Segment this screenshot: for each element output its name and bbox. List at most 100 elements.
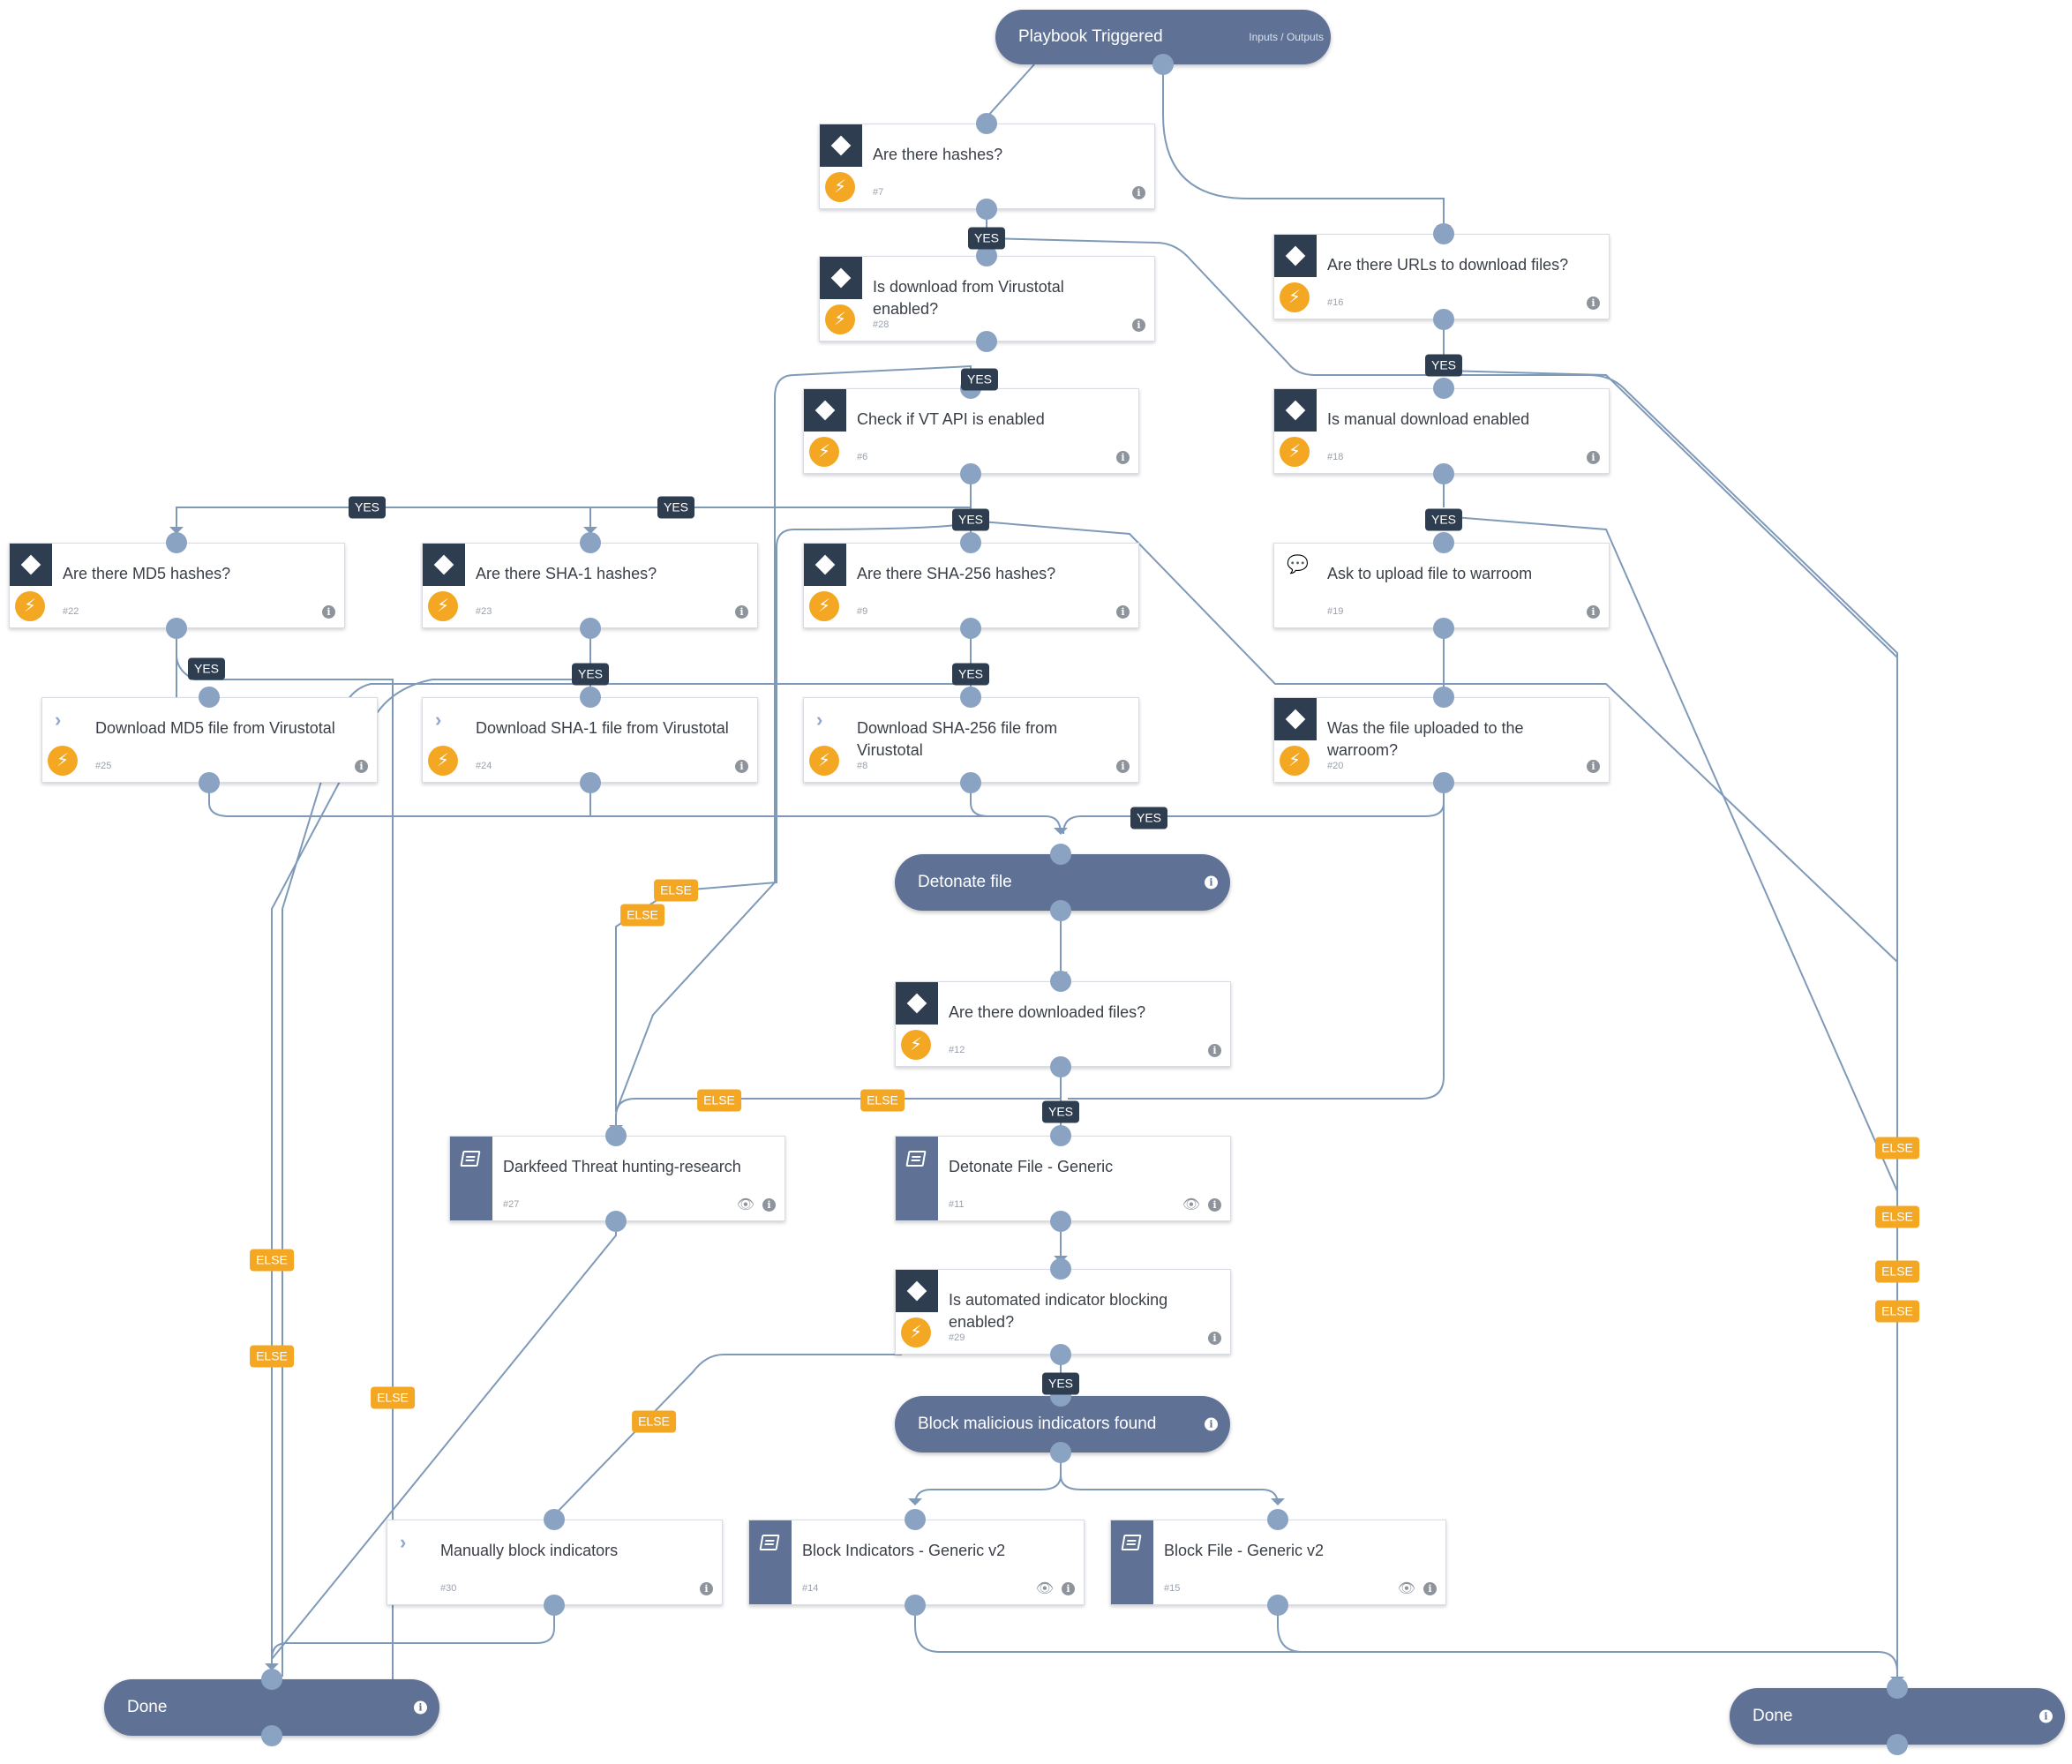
port[interactable] bbox=[1433, 223, 1454, 244]
task-23[interactable]: ⚡ Are there SHA-1 hashes? #23 i bbox=[422, 543, 758, 628]
eye-icon[interactable]: 👁 bbox=[1182, 1197, 1200, 1212]
else-label[interactable]: ELSE bbox=[860, 1089, 905, 1112]
port[interactable] bbox=[1433, 532, 1454, 553]
info-icon[interactable]: i bbox=[762, 1198, 776, 1212]
port[interactable] bbox=[976, 331, 997, 352]
info-icon[interactable]: i bbox=[1587, 451, 1600, 464]
port[interactable] bbox=[960, 463, 981, 484]
port[interactable] bbox=[166, 618, 187, 639]
info-icon[interactable]: i bbox=[1423, 1582, 1437, 1595]
port[interactable] bbox=[199, 687, 220, 708]
port[interactable] bbox=[1433, 378, 1454, 399]
port[interactable] bbox=[1433, 687, 1454, 708]
task-7[interactable]: ⚡ Are there hashes? #7 i bbox=[819, 124, 1155, 209]
port[interactable] bbox=[960, 618, 981, 639]
port[interactable] bbox=[580, 618, 601, 639]
task-29[interactable]: ⚡ Is automated indicator blocking enable… bbox=[895, 1269, 1231, 1355]
port[interactable] bbox=[905, 1509, 926, 1530]
port[interactable] bbox=[544, 1509, 565, 1530]
port[interactable] bbox=[1887, 1734, 1908, 1755]
yes-label[interactable]: YES bbox=[1130, 807, 1168, 829]
port[interactable] bbox=[1050, 1056, 1071, 1077]
yes-label[interactable]: YES bbox=[951, 663, 990, 686]
else-label[interactable]: ELSE bbox=[371, 1386, 415, 1409]
port[interactable] bbox=[1433, 309, 1454, 330]
else-label[interactable]: ELSE bbox=[250, 1345, 294, 1368]
port[interactable] bbox=[1050, 971, 1071, 992]
port[interactable] bbox=[580, 532, 601, 553]
port[interactable] bbox=[960, 687, 981, 708]
else-label[interactable]: ELSE bbox=[250, 1249, 294, 1272]
port[interactable] bbox=[1433, 618, 1454, 639]
task-6[interactable]: ⚡ Check if VT API is enabled #6 i bbox=[803, 388, 1139, 474]
info-icon[interactable]: i bbox=[322, 605, 335, 619]
task-11[interactable]: Detonate File - Generic #11 👁 i bbox=[895, 1136, 1231, 1221]
port[interactable] bbox=[605, 1125, 627, 1146]
eye-icon[interactable]: 👁 bbox=[736, 1197, 754, 1212]
port[interactable] bbox=[1050, 1258, 1071, 1280]
eye-icon[interactable]: 👁 bbox=[1397, 1581, 1415, 1596]
info-icon[interactable]: i bbox=[735, 605, 748, 619]
yes-label[interactable]: YES bbox=[960, 368, 999, 391]
else-label[interactable]: ELSE bbox=[654, 879, 698, 902]
inputs-outputs-link[interactable]: Inputs / Outputs bbox=[1249, 31, 1324, 43]
port[interactable] bbox=[605, 1211, 627, 1232]
task-20[interactable]: ⚡ Was the file uploaded to the warroom? … bbox=[1273, 697, 1610, 783]
port[interactable] bbox=[1050, 900, 1071, 921]
port[interactable] bbox=[544, 1595, 565, 1616]
info-icon[interactable]: i bbox=[1587, 605, 1600, 619]
task-27[interactable]: Darkfeed Threat hunting-research #27 👁 i bbox=[449, 1136, 785, 1221]
task-30[interactable]: › Manually block indicators #30 i bbox=[387, 1520, 723, 1605]
else-label[interactable]: ELSE bbox=[620, 904, 664, 927]
port[interactable] bbox=[960, 532, 981, 553]
yes-label[interactable]: YES bbox=[967, 227, 1006, 250]
task-12[interactable]: ⚡ Are there downloaded files? #12 i bbox=[895, 981, 1231, 1067]
info-icon[interactable]: i bbox=[1208, 1044, 1221, 1057]
else-label[interactable]: ELSE bbox=[632, 1410, 676, 1433]
else-label[interactable]: ELSE bbox=[1875, 1300, 1919, 1323]
info-icon[interactable]: i bbox=[2039, 1709, 2053, 1723]
task-19[interactable]: 💬 Ask to upload file to warroom #19 i bbox=[1273, 543, 1610, 628]
info-icon[interactable]: i bbox=[1116, 760, 1130, 773]
info-icon[interactable]: i bbox=[1205, 875, 1218, 890]
port[interactable] bbox=[1050, 1211, 1071, 1232]
info-icon[interactable]: i bbox=[735, 760, 748, 773]
info-icon[interactable]: i bbox=[1116, 605, 1130, 619]
port[interactable] bbox=[1433, 772, 1454, 793]
eye-icon[interactable]: 👁 bbox=[1035, 1581, 1054, 1596]
yes-label[interactable]: YES bbox=[571, 663, 610, 686]
port[interactable] bbox=[166, 532, 187, 553]
port[interactable] bbox=[1152, 54, 1174, 75]
else-label[interactable]: ELSE bbox=[697, 1089, 741, 1112]
info-icon[interactable]: i bbox=[1062, 1582, 1075, 1595]
port[interactable] bbox=[1050, 1344, 1071, 1365]
task-18[interactable]: ⚡ Is manual download enabled #18 i bbox=[1273, 388, 1610, 474]
yes-label[interactable]: YES bbox=[348, 496, 387, 519]
task-25[interactable]: › ⚡ Download MD5 file from Virustotal #2… bbox=[41, 697, 378, 783]
port[interactable] bbox=[960, 772, 981, 793]
yes-label[interactable]: YES bbox=[1041, 1100, 1080, 1123]
task-15[interactable]: Block File - Generic v2 #15 👁 i bbox=[1110, 1520, 1446, 1605]
info-icon[interactable]: i bbox=[1587, 760, 1600, 773]
info-icon[interactable]: i bbox=[1587, 297, 1600, 310]
yes-label[interactable]: YES bbox=[1041, 1372, 1080, 1395]
yes-label[interactable]: YES bbox=[187, 657, 226, 680]
yes-label[interactable]: YES bbox=[951, 508, 990, 531]
port[interactable] bbox=[1887, 1678, 1908, 1699]
info-icon[interactable]: i bbox=[414, 1700, 427, 1715]
info-icon[interactable]: i bbox=[1208, 1198, 1221, 1212]
else-label[interactable]: ELSE bbox=[1875, 1260, 1919, 1283]
info-icon[interactable]: i bbox=[1208, 1332, 1221, 1345]
task-16[interactable]: ⚡ Are there URLs to download files? #16 … bbox=[1273, 234, 1610, 319]
info-icon[interactable]: i bbox=[1116, 451, 1130, 464]
yes-label[interactable]: YES bbox=[1424, 508, 1463, 531]
port[interactable] bbox=[580, 772, 601, 793]
port[interactable] bbox=[976, 113, 997, 134]
else-label[interactable]: ELSE bbox=[1875, 1205, 1919, 1228]
info-icon[interactable]: i bbox=[1132, 186, 1145, 199]
port[interactable] bbox=[905, 1595, 926, 1616]
yes-label[interactable]: YES bbox=[657, 496, 695, 519]
info-icon[interactable]: i bbox=[355, 760, 368, 773]
port[interactable] bbox=[1267, 1509, 1288, 1530]
info-icon[interactable]: i bbox=[1132, 319, 1145, 332]
